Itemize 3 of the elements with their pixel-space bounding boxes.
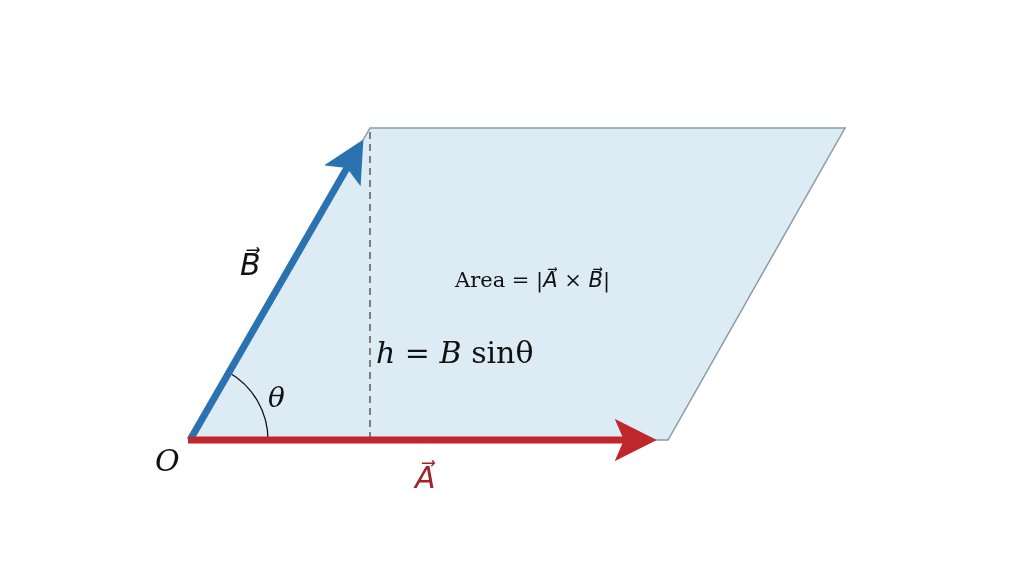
origin-label: O [155, 446, 180, 476]
angle-label: θ [268, 384, 285, 412]
height-formula: h = B sinθ [376, 338, 534, 368]
